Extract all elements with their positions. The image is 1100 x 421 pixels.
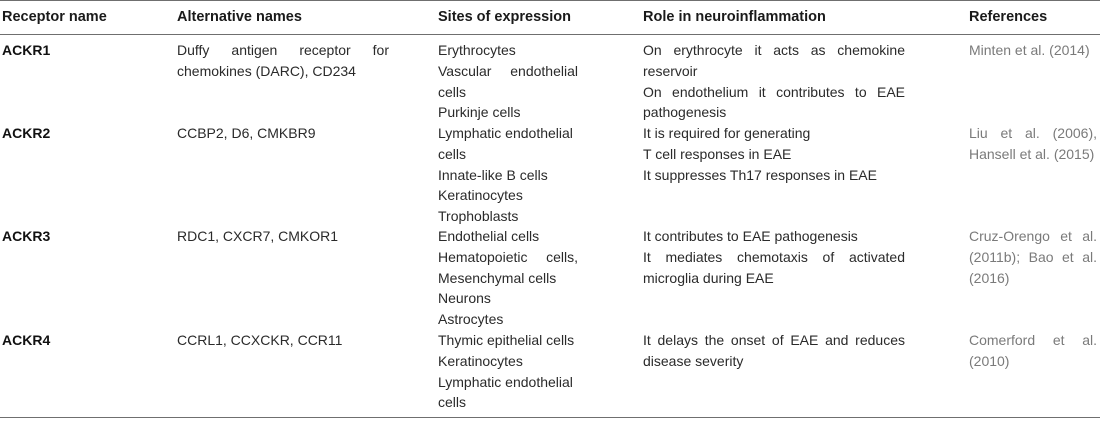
header-receptor-name: Receptor name xyxy=(2,9,107,25)
row-ackr3-references: Cruz-Orengo et al. (2011b); Bao et al. (… xyxy=(969,228,1097,286)
site-item: Lymphatic endothelial cells xyxy=(438,373,573,411)
row-ackr4-references: Comerford et al. (2010) xyxy=(969,332,1097,369)
site-item: Astrocytes xyxy=(438,311,504,328)
row-ackr3-sites: Endothelial cells Hematopoietic cells, M… xyxy=(438,226,578,330)
header-role-in-neuroinflammation: Role in neuroinflammation xyxy=(643,9,826,25)
table-bottom-rule xyxy=(0,417,1100,418)
site-item: Erythrocytes xyxy=(438,42,516,58)
role-item: It is required for generating xyxy=(643,125,811,141)
site-item: Hematopoietic cells, Mesenchymal cells xyxy=(438,248,578,286)
row-ackr4-name: ACKR4 xyxy=(2,332,51,348)
row-ackr2-alternative: CCBP2, D6, CMKBR9 xyxy=(177,125,316,141)
role-item: On erythrocyte it acts as chemokine rese… xyxy=(643,42,905,79)
site-item: Vascular endothelial cells xyxy=(438,62,578,100)
header-alternative-names: Alternative names xyxy=(177,9,302,25)
site-item: Purkinje cells xyxy=(438,104,521,121)
header-sites-of-expression: Sites of expression xyxy=(438,9,571,25)
row-ackr3-alternative: RDC1, CXCR7, CMKOR1 xyxy=(177,228,339,244)
role-item: It contributes to EAE pathogenesis xyxy=(643,228,858,244)
site-item: Neurons xyxy=(438,290,491,307)
header-references: References xyxy=(969,9,1048,25)
row-ackr2-role: It is required for generating T cell res… xyxy=(643,123,905,185)
row-ackr1-alternative: Duffy antigen receptor for chemokines (D… xyxy=(177,42,389,79)
site-item: Keratinocytes xyxy=(438,187,523,204)
role-item: On endothelium it contributes to EAE pat… xyxy=(643,83,905,121)
site-item: Innate-like B cells xyxy=(438,166,548,183)
role-item: T cell responses in EAE xyxy=(643,145,792,162)
row-ackr1-name: ACKR1 xyxy=(2,42,51,58)
site-item: Thymic epithelial cells xyxy=(438,332,575,348)
role-item: It mediates chemotaxis of activated micr… xyxy=(643,248,905,286)
row-ackr3-role: It contributes to EAE pathogenesis It me… xyxy=(643,226,905,288)
row-ackr1-references: Minten et al. (2014) xyxy=(969,42,1090,58)
site-item: Endothelial cells xyxy=(438,228,540,244)
row-ackr4-role: It delays the onset of EAE and reduces d… xyxy=(643,330,905,372)
row-ackr3-name: ACKR3 xyxy=(2,228,51,244)
role-item: It suppresses Th17 responses in EAE xyxy=(643,166,877,183)
table-top-rule xyxy=(0,0,1100,1)
row-ackr4-alternative: CCRL1, CCXCKR, CCR11 xyxy=(177,332,343,348)
role-item: It delays the onset of EAE and reduces d… xyxy=(643,332,905,369)
row-ackr1-sites: Erythrocytes Vascular endothelial cells … xyxy=(438,40,578,123)
site-item: Trophoblasts xyxy=(438,208,519,225)
site-item: Lymphatic endothelial cells xyxy=(438,125,573,162)
row-ackr2-sites: Lymphatic endothelial cells Innate-like … xyxy=(438,123,578,227)
row-ackr2-name: ACKR2 xyxy=(2,125,51,141)
row-ackr4-sites: Thymic epithelial cells Keratinocytes Ly… xyxy=(438,330,578,413)
header-rule xyxy=(0,34,1100,35)
row-ackr1-role: On erythrocyte it acts as chemokine rese… xyxy=(643,40,905,123)
row-ackr2-references: Liu et al. (2006), Hansell et al. (2015) xyxy=(969,125,1097,162)
site-item: Keratinocytes xyxy=(438,352,523,369)
